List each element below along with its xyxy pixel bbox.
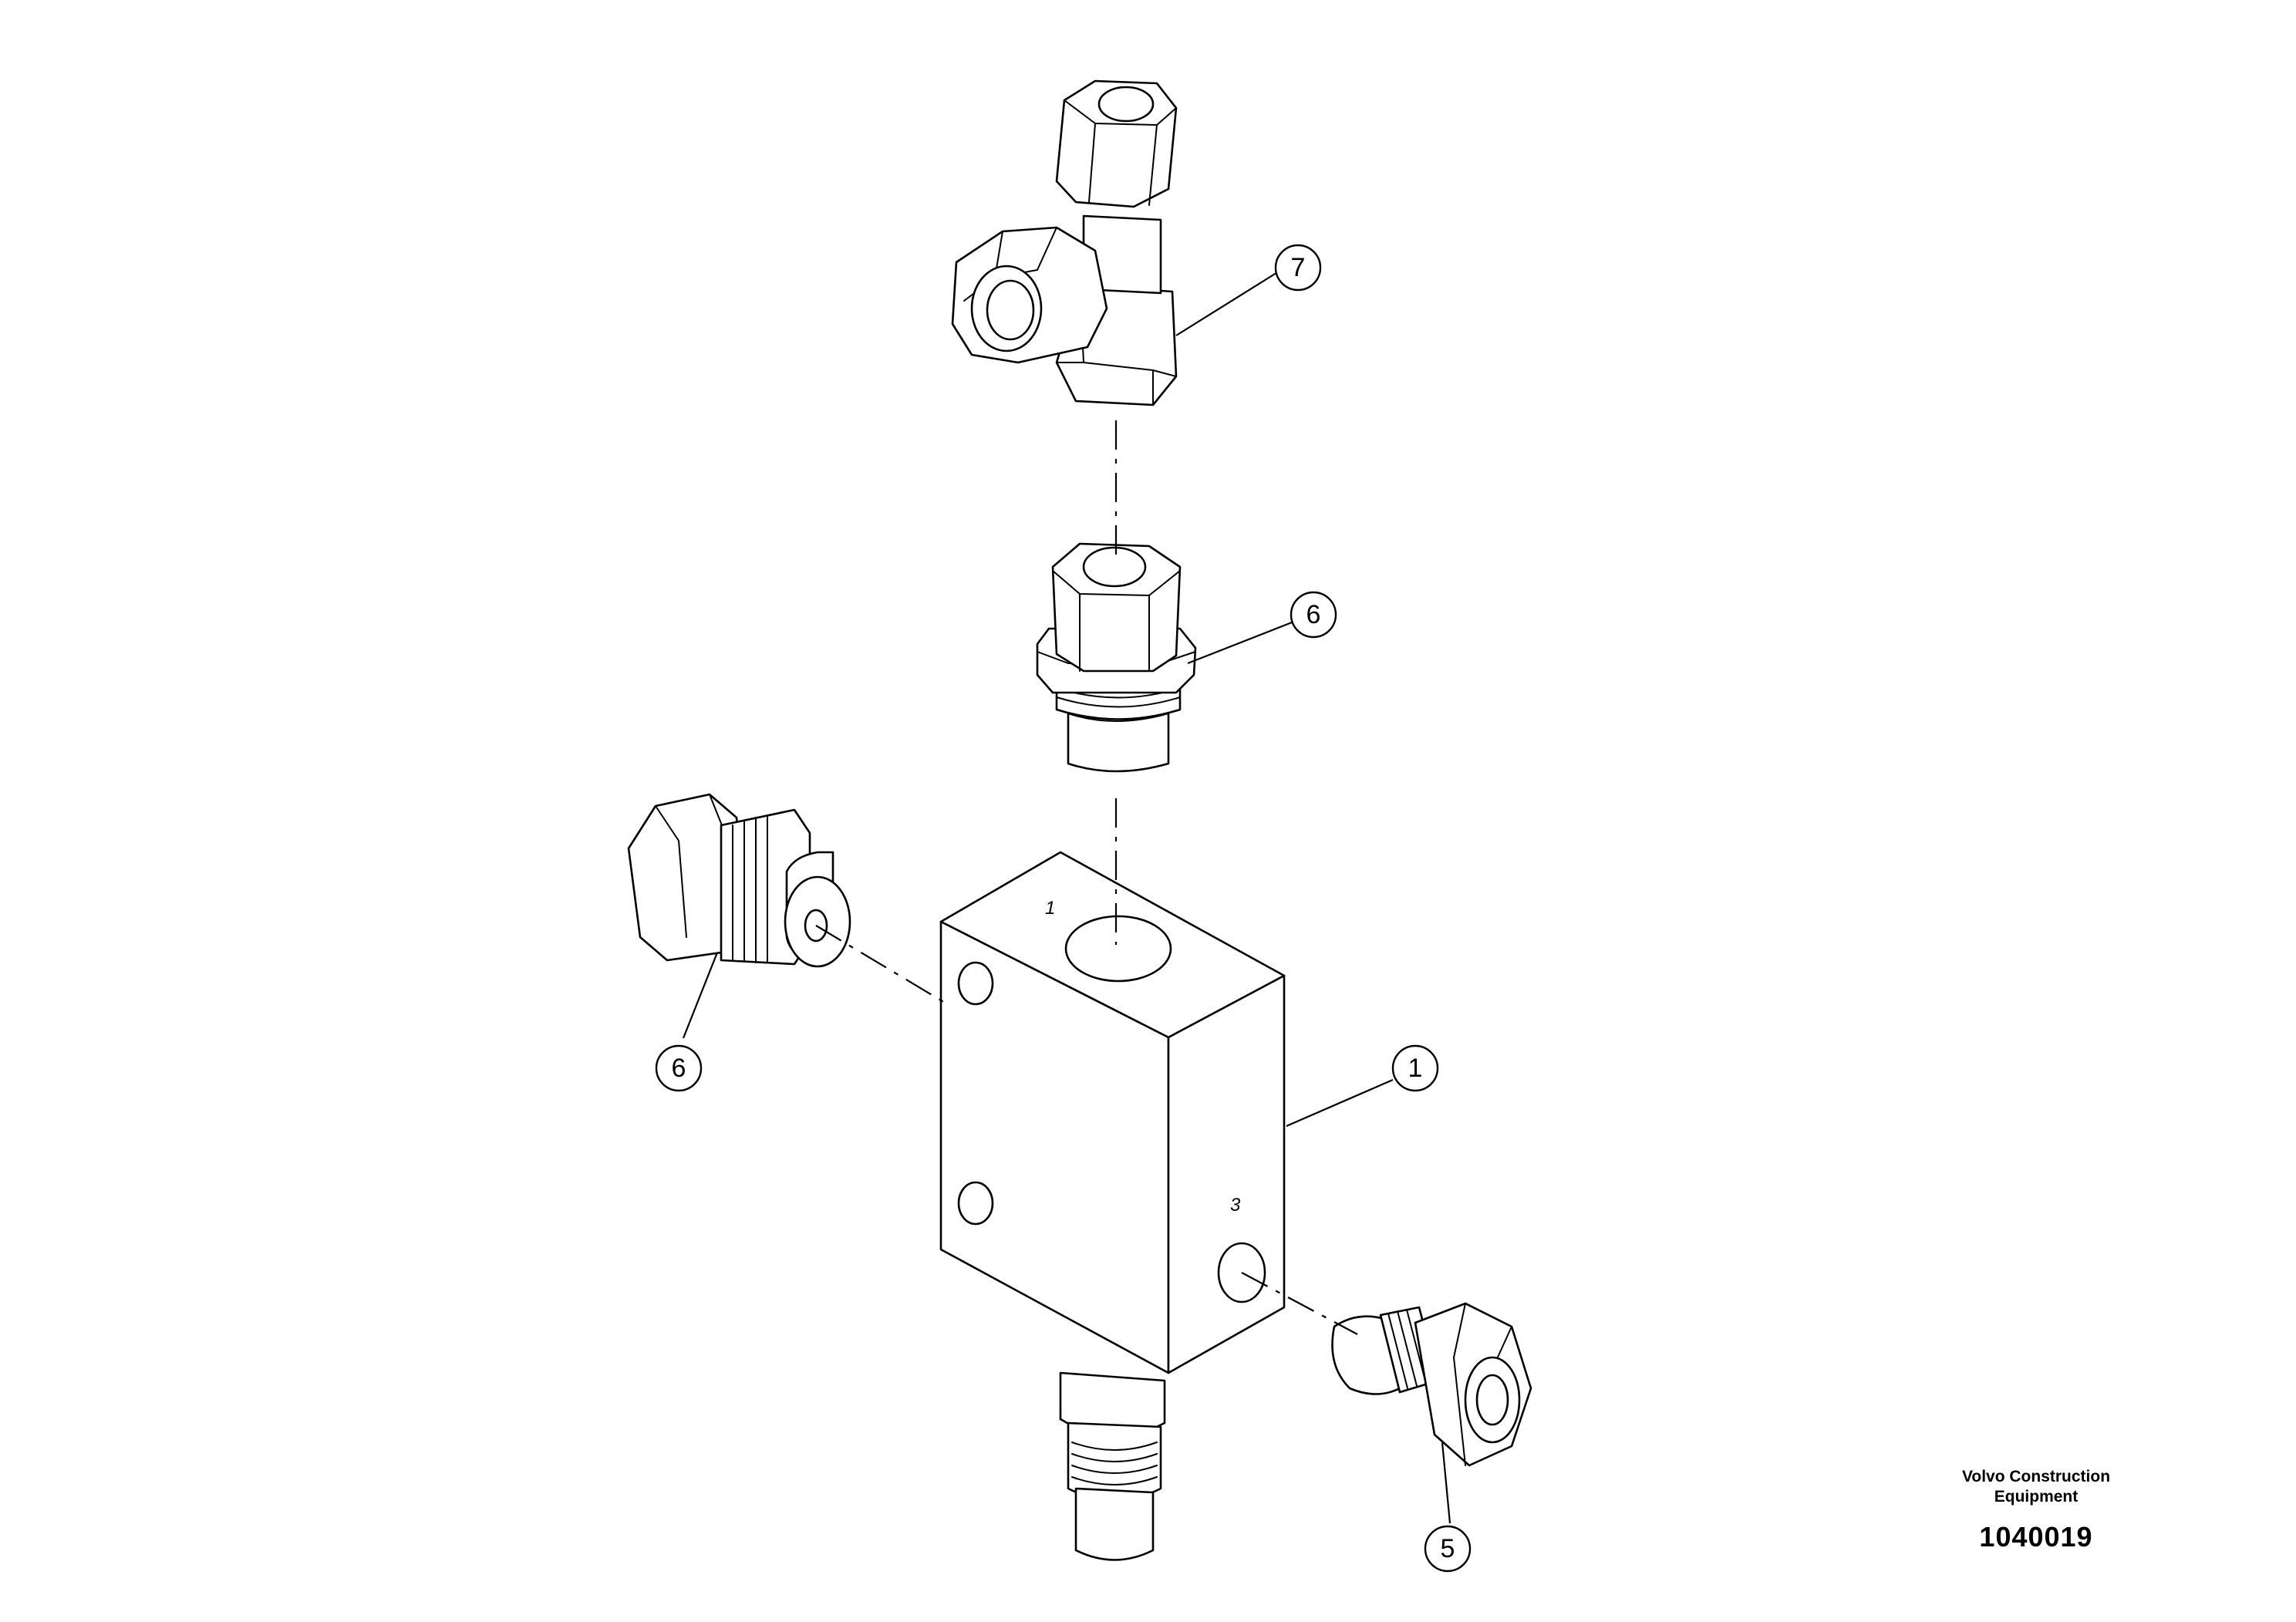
callout-7-label: 7 — [1291, 253, 1306, 282]
part-6-left-adapter — [627, 793, 851, 968]
callout-6-left: 6 — [655, 1044, 703, 1092]
port-mark-top: 1 — [1045, 898, 1055, 919]
title-block: Volvo Construction Equipment 1040019 — [1882, 1467, 2190, 1553]
part-7-tee-fitting — [951, 79, 1178, 406]
callout-5-label: 5 — [1441, 1534, 1455, 1563]
callout-5: 5 — [1424, 1525, 1472, 1573]
drawing-number: 1040019 — [1979, 1521, 2093, 1553]
callout-6-top-label: 6 — [1306, 600, 1321, 629]
callout-6-left-label: 6 — [672, 1054, 686, 1083]
part-5-adapter — [1331, 1302, 1532, 1467]
callout-6-top: 6 — [1290, 591, 1337, 639]
centre-lines — [815, 420, 1358, 1335]
callout-7: 7 — [1274, 244, 1322, 292]
part-1-valve-block: 1 3 — [939, 851, 1286, 1561]
company-name-line1: Volvo Construction — [1961, 1468, 2111, 1485]
part-6-top-adapter — [1036, 542, 1197, 773]
company-name-line2: Equipment — [1994, 1488, 2079, 1506]
leader-lines — [682, 271, 1451, 1524]
callout-1: 1 — [1391, 1044, 1439, 1092]
callout-1-label: 1 — [1408, 1054, 1423, 1083]
port-mark-bottom: 3 — [1230, 1195, 1241, 1216]
